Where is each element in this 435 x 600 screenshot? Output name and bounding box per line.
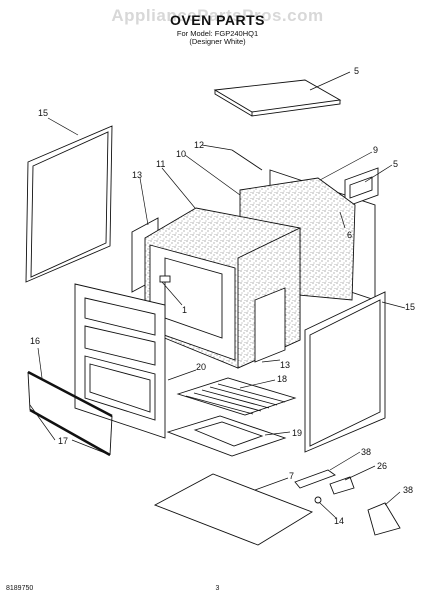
bracket-38-upper	[294, 469, 336, 489]
rod-part	[231, 149, 263, 171]
oven-door	[74, 283, 166, 439]
left-side-panel	[25, 125, 113, 283]
bracket-26	[329, 476, 355, 495]
callout-16: 16	[30, 336, 40, 346]
bottom-panel	[153, 473, 314, 546]
model-line: For Model: FGP240HQ1	[176, 29, 259, 38]
callout-17: 17	[58, 436, 68, 446]
callout-18: 18	[277, 374, 287, 384]
bracket-38-lower	[367, 502, 401, 536]
callout-38-lower: 38	[403, 485, 413, 495]
callout-11: 11	[156, 159, 165, 169]
oven-rack	[176, 377, 297, 416]
right-side-panel	[304, 291, 386, 453]
callout-1: 1	[182, 305, 187, 315]
door-trim-side	[27, 371, 31, 411]
callout-6: 6	[347, 230, 352, 240]
callout-20: 20	[196, 362, 206, 372]
oven-bottom	[166, 415, 287, 457]
variant-line: (Designer White)	[189, 37, 246, 46]
oven-cavity	[144, 207, 301, 369]
callout-15-right: 15	[405, 302, 415, 312]
callout-14: 14	[334, 516, 344, 526]
callout-9: 9	[373, 145, 378, 155]
callout-38-upper: 38	[361, 447, 371, 457]
callout-3: 5	[354, 66, 359, 76]
doc-number: 8189750	[6, 585, 34, 592]
callout-7: 7	[289, 471, 294, 481]
callout-13-upper: 13	[132, 170, 142, 180]
callout-labels: 5 15 12 10 11 13 9 5 6 1 13 15 16 17 20 …	[30, 66, 415, 526]
callout-5: 5	[393, 159, 398, 169]
page-title: OVEN PARTS	[170, 12, 265, 28]
leader-lines	[29, 71, 406, 519]
door-trim-right	[109, 415, 113, 456]
door-trim-bottom	[29, 408, 111, 457]
callout-12: 12	[194, 140, 204, 150]
page-number: 3	[215, 585, 220, 592]
callout-26: 26	[377, 461, 387, 471]
callout-15-left: 15	[38, 108, 48, 118]
callout-19: 19	[292, 428, 302, 438]
callout-10: 10	[176, 149, 186, 159]
top-panel	[213, 79, 342, 117]
watermark: AppliancePartsPros.com	[111, 6, 324, 25]
callout-13-lower: 13	[280, 360, 290, 370]
door-trim-top	[27, 370, 113, 418]
screw-14	[314, 496, 322, 504]
